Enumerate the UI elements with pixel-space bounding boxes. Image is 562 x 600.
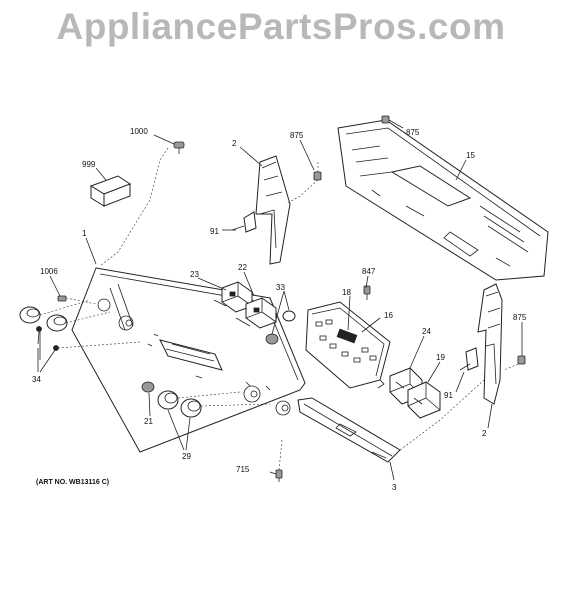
box-999 <box>89 175 132 207</box>
watermark: AppliancePartsPros.com <box>56 6 506 47</box>
callout-3: 3 <box>392 483 397 492</box>
callout-91-right: 91 <box>444 391 453 400</box>
callout-15: 15 <box>466 151 475 160</box>
callout-33: 33 <box>276 283 285 292</box>
callout-1000: 1000 <box>130 127 148 136</box>
left-knobs <box>19 295 141 373</box>
callout-18: 18 <box>342 288 351 297</box>
callout-2-top: 2 <box>232 139 237 148</box>
callout-34: 34 <box>32 375 41 384</box>
callout-22: 22 <box>238 263 247 272</box>
end-cap-right <box>459 283 526 405</box>
callout-23: 23 <box>190 270 199 279</box>
callout-847: 847 <box>362 267 376 276</box>
callout-1006: 1006 <box>40 267 58 276</box>
lower-knobs <box>141 381 283 482</box>
callout-875-c: 875 <box>513 313 527 322</box>
callout-21: 21 <box>144 417 153 426</box>
callout-2-right: 2 <box>482 429 487 438</box>
callout-715: 715 <box>236 465 250 474</box>
clock-board <box>305 285 391 389</box>
callout-875-b: 875 <box>406 128 420 137</box>
callout-19: 19 <box>436 353 445 362</box>
callout-24: 24 <box>422 327 431 336</box>
screw-1000 <box>99 141 185 267</box>
leader-lines <box>49 134 523 481</box>
callout-labels: 1000 999 1 1006 34 2 875 91 875 15 23 22… <box>32 127 527 492</box>
callout-16: 16 <box>384 311 393 320</box>
switches-24-19 <box>389 367 441 419</box>
end-cap-left <box>231 155 322 265</box>
callout-1: 1 <box>82 229 87 238</box>
rear-panel <box>337 115 549 281</box>
switches-23-22 <box>213 281 296 345</box>
callout-91-top: 91 <box>210 227 219 236</box>
callout-29: 29 <box>182 452 191 461</box>
bottom-trim <box>297 379 485 463</box>
control-panel <box>71 267 306 453</box>
art-number: (ART NO. WB13116 C) <box>36 479 109 486</box>
callout-875-a: 875 <box>290 131 304 140</box>
callout-999: 999 <box>82 160 96 169</box>
